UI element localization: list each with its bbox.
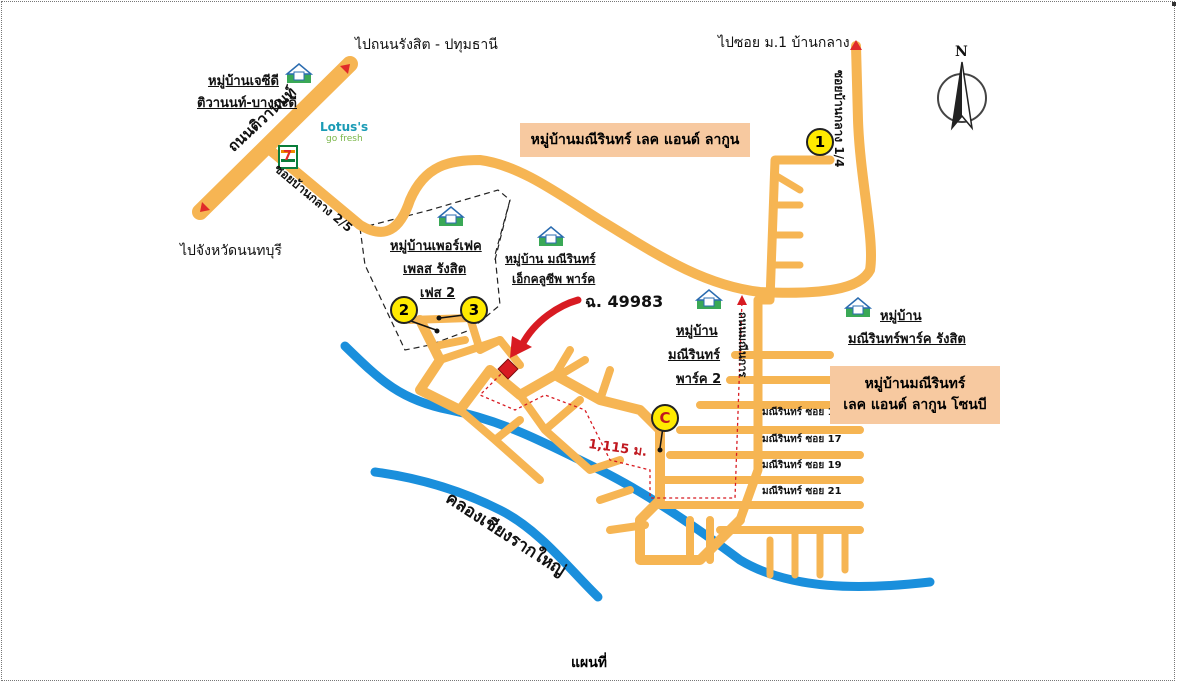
house-icon: [694, 289, 724, 309]
route-arrowhead: [737, 295, 747, 305]
box-zone-b: หมู่บ้านมณีรินทร์ เลค แอนด์ ลากูน โซนบี: [830, 366, 1000, 424]
label-soi-19: มณีรินทร์ ซอย 19: [762, 460, 842, 471]
soi-right-verticals: [766, 526, 849, 579]
seven-eleven-logo: [278, 145, 298, 169]
village-perfect-line2: เพลส รังสิต: [403, 262, 467, 277]
house-icon: [284, 63, 314, 83]
label-top-road-right: ไปซอย ม.1 บ้านกลาง: [718, 35, 850, 51]
label-soi-17: มณีรินทร์ ซอย 17: [762, 434, 842, 445]
label-soi-15: มณีรินทร์ ซอย 15: [762, 407, 842, 418]
village-jc-name: หมู่บ้านเจซีดี: [208, 74, 279, 89]
road-arrow-southwest: [200, 202, 210, 212]
village-jc-sub: ติวานนท์-บางกะดี: [197, 96, 297, 111]
road-arrow-northeast: [340, 64, 350, 74]
label-soi-1-4: ซอยบ้านกลาง 1/4: [832, 70, 846, 168]
soi-horizontals: [656, 351, 864, 534]
marker-1: 1: [806, 128, 834, 156]
label-left-destination: ไปจังหวัดนนทบุรี: [180, 243, 282, 259]
parcel-marker: [497, 358, 519, 380]
branch-a: [771, 171, 804, 269]
soi-2-5-road: [265, 41, 877, 298]
marker-3: 3: [460, 296, 488, 324]
map-caption: แผนที่: [570, 655, 608, 671]
village-park2-line1: หมู่บ้าน: [676, 324, 718, 339]
label-top-road-left: ไปถนนรังสิต - ปทุมธานี: [355, 37, 498, 53]
box-zone-b-line1: หมู่บ้านมณีรินทร์: [864, 376, 966, 392]
box-lake-lagoon: หมู่บ้านมณีรินทร์ เลค แอนด์ ลากูน: [520, 123, 750, 157]
exclusive-boundary: [494, 199, 511, 261]
village-exclusive-line1: หมู่บ้าน มณีรินทร์: [505, 252, 596, 266]
label-inner-road: ถนนมณีนการ: [736, 312, 749, 378]
house-icon: [436, 206, 466, 226]
parcel-pointer-head: [510, 336, 532, 358]
marker-2: 2: [390, 296, 418, 324]
label-parcel: ฉ. 49983: [585, 292, 664, 311]
parcel-pointer: [518, 296, 582, 349]
village-perfect-line1: หมู่บ้านเพอร์เฟค: [390, 239, 482, 254]
compass-icon: [937, 61, 987, 131]
seven-eleven-number: 7: [283, 149, 293, 164]
village-perfect-line3: เฟส 2: [420, 286, 456, 301]
leader-2: [407, 319, 437, 331]
village-exclusive-line2: เอ็กคลูซีพ พาร์ค: [512, 272, 596, 286]
tiwanon-road: [192, 56, 358, 220]
village-park2-line3: พาร์ค 2: [676, 372, 722, 387]
leader-2-dot: [434, 328, 440, 334]
distance-route: [478, 299, 743, 499]
leader-3-dot: [436, 315, 442, 321]
house-icon: [536, 226, 566, 246]
frame-corner-mark: [1172, 2, 1176, 6]
marker-c: C: [651, 404, 679, 432]
label-north: N: [955, 44, 968, 60]
leader-c-dot: [657, 447, 663, 453]
box-zone-b-line2: เลค แอนด์ ลากูน โซนบี: [843, 397, 987, 413]
canal-upper: [340, 341, 935, 592]
house-icon: [843, 297, 873, 317]
label-soi-21: มณีรินทร์ ซอย 21: [762, 486, 842, 497]
village-park-rangsit-line2: มณีรินทร์พาร์ค รังสิต: [848, 332, 966, 347]
canal-lower: [370, 467, 603, 602]
lotus-logo-sub: go fresh: [326, 134, 363, 144]
village-park-rangsit-line1: หมู่บ้าน: [880, 309, 922, 324]
lotus-logo: Lotus's: [320, 120, 369, 134]
road-arrow-north: [850, 40, 862, 50]
village-park2-line2: มณีรินทร์: [668, 348, 721, 363]
perfect-place-boundary: [359, 189, 511, 351]
